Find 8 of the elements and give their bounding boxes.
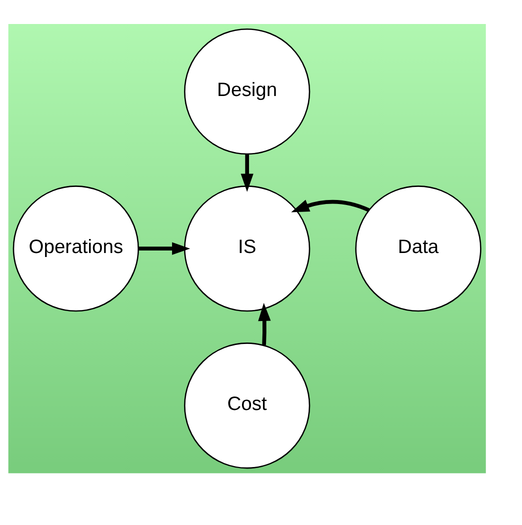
arrow (138, 242, 190, 255)
node-circle: Design (184, 28, 310, 155)
arrow (240, 154, 254, 192)
node-circle: Operations (12, 186, 139, 312)
node-circle: Cost (184, 342, 310, 469)
arrow (291, 200, 370, 212)
node-circle: Data (355, 186, 482, 312)
arrow (258, 302, 271, 346)
